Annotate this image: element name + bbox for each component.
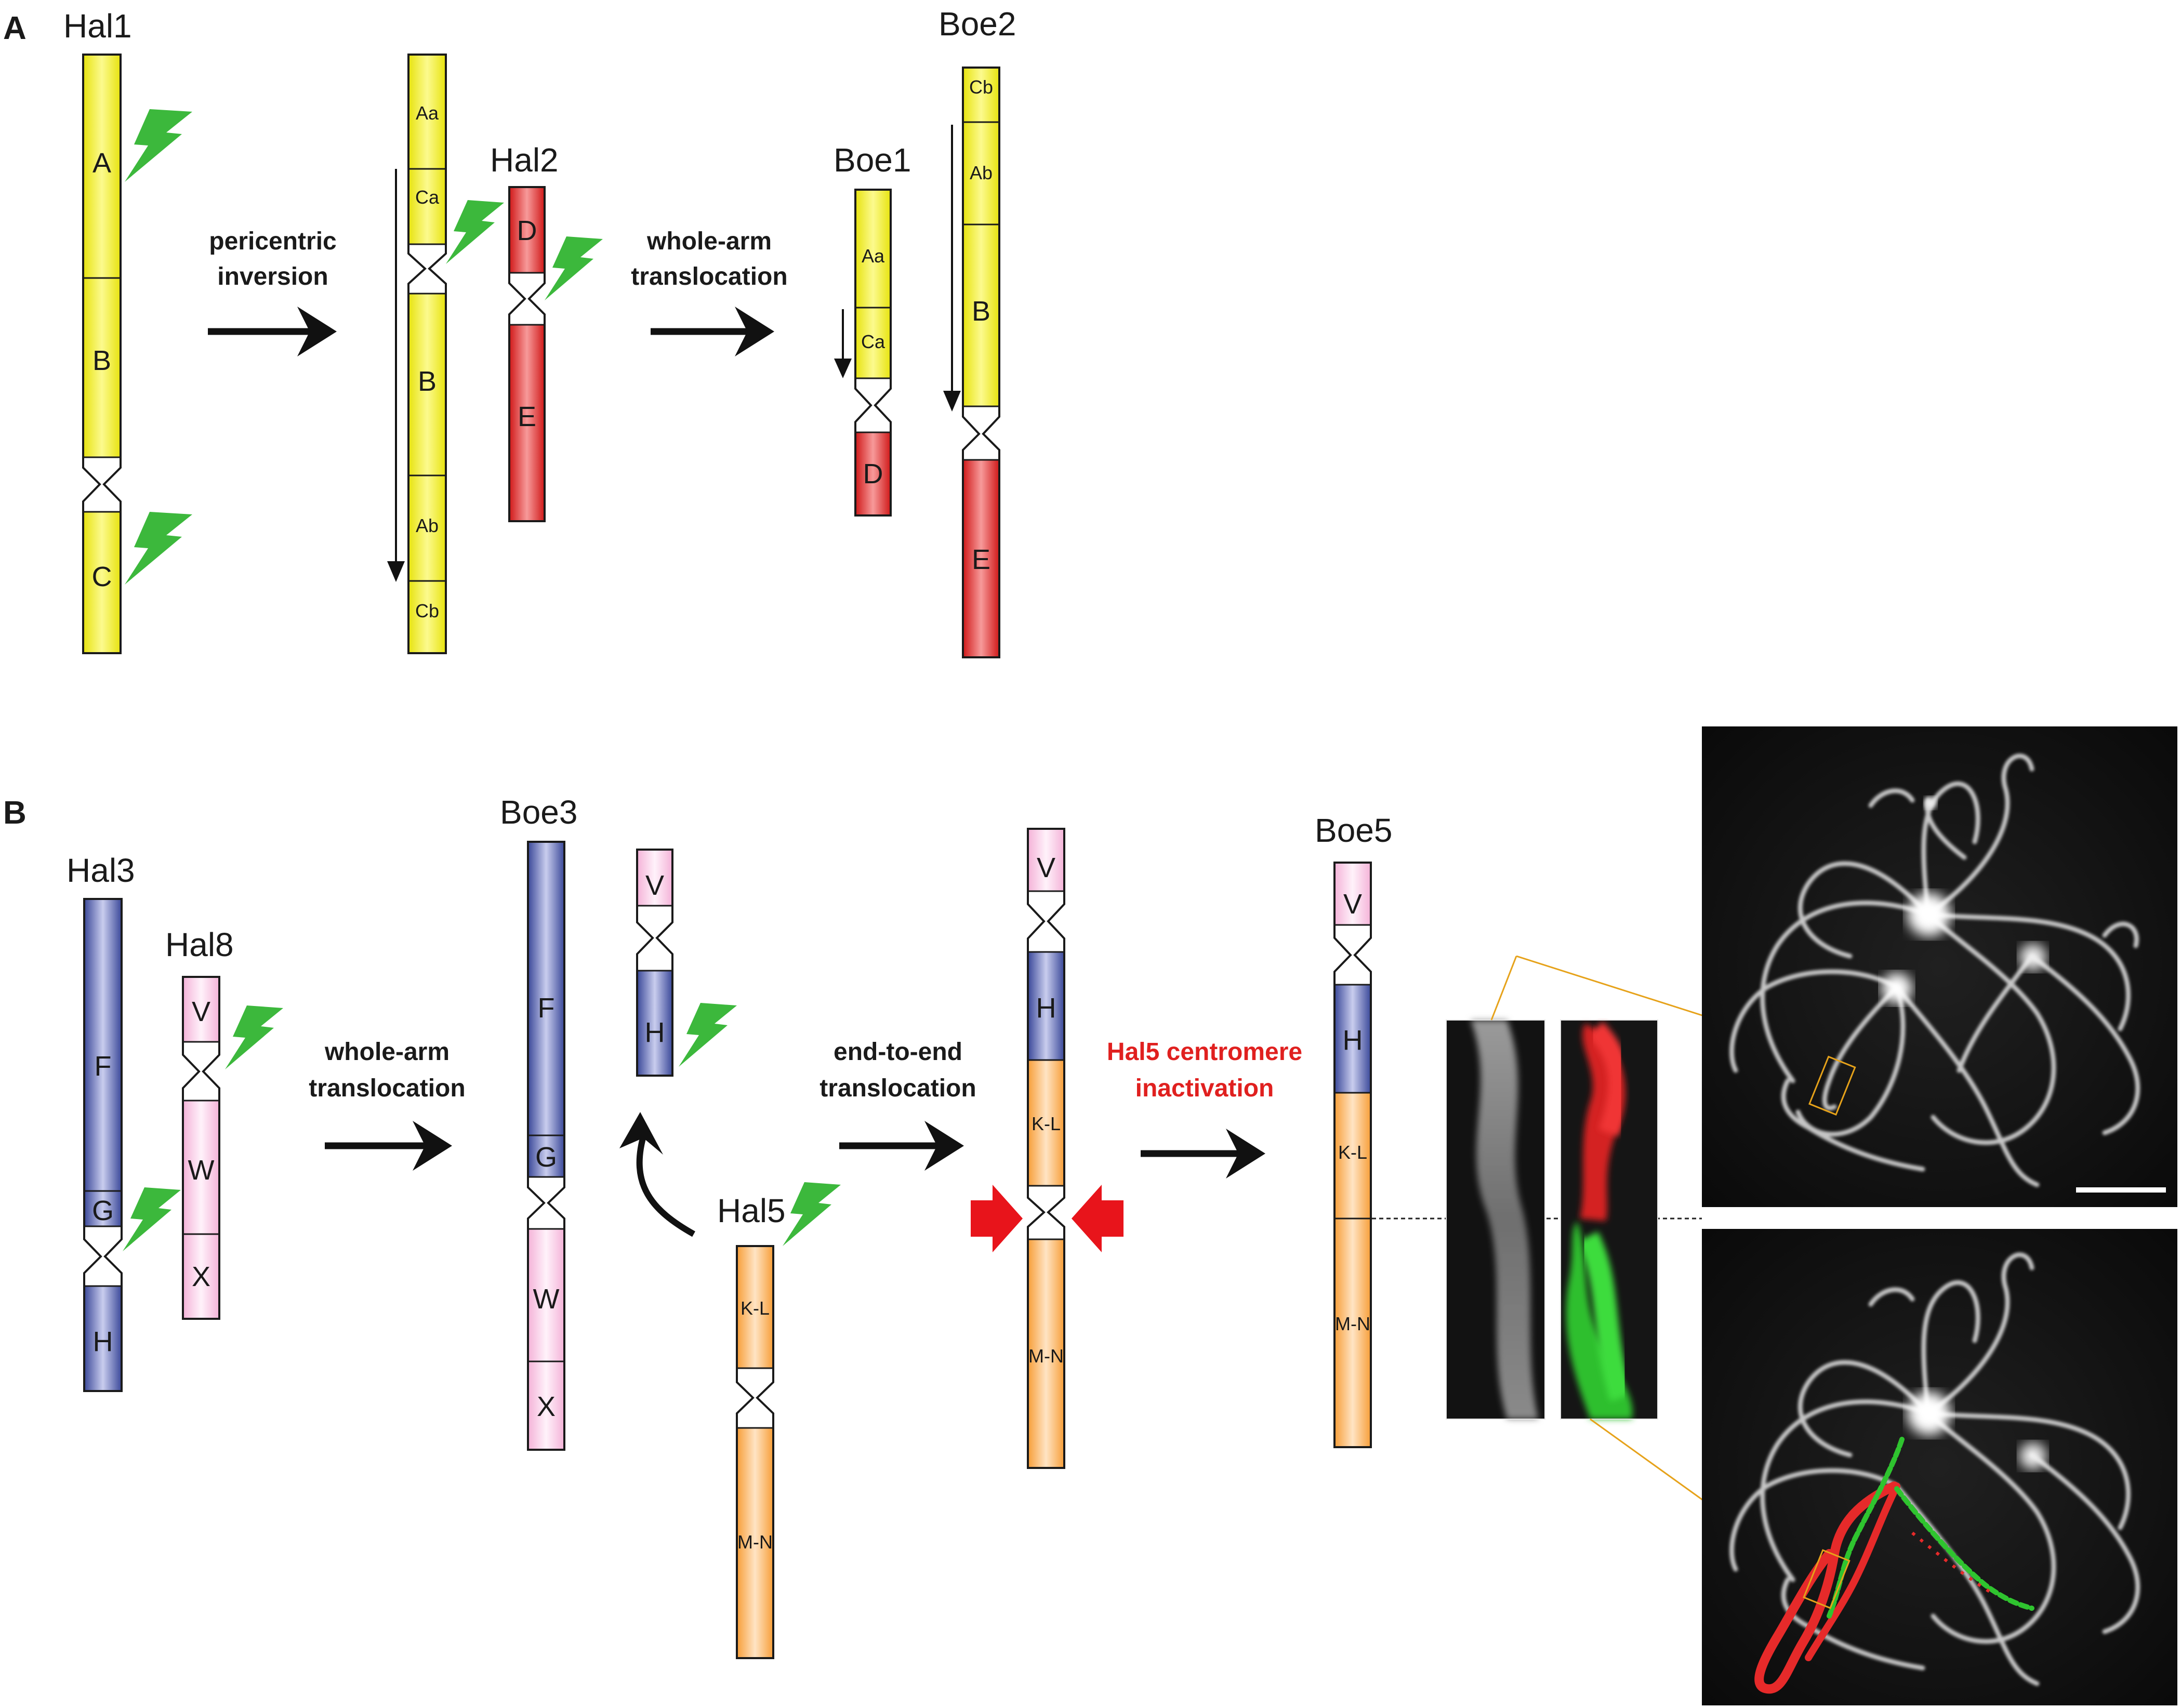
segment-label: Ca (861, 331, 885, 352)
chromosome-hal1-inverted: Aa Ca B Ab Cb (407, 54, 447, 654)
zoom-connector-line (1490, 956, 1517, 1021)
segment-label: W (533, 1283, 560, 1315)
red-block-arrow-icon (971, 1185, 1023, 1252)
curved-arrow-icon (619, 1112, 695, 1237)
boe2-direction-arrow (943, 125, 961, 412)
lightning-bolt-icon (446, 200, 504, 264)
zoom-fish-strip (1560, 1019, 1658, 1420)
chromosome-hal1: A B C (82, 54, 122, 654)
chromosome-boe2: Cb Ab B E (962, 67, 1000, 658)
lightning-bolt-icon (125, 512, 192, 585)
chromosome-hal3: F G H (83, 898, 123, 1392)
segment-label: Ab (970, 162, 993, 183)
step-label-translocation-a: translocation (631, 263, 787, 290)
chromosome-v-h-remnant: V H (636, 849, 673, 1077)
zoom-region-box (1808, 1055, 1856, 1116)
chromosome-name-hal1: Hal1 (63, 7, 132, 45)
lightning-bolt-icon (783, 1182, 841, 1246)
segment-label: B (92, 345, 111, 376)
segment-label: M-N (1028, 1345, 1064, 1367)
segment-label: A (92, 148, 111, 179)
segment-label: E (972, 544, 990, 575)
micrograph-fish-overlay (1702, 1229, 2177, 1705)
chromosome-name-hal2: Hal2 (490, 141, 559, 179)
step-label-whole-arm-b: whole-arm (324, 1038, 450, 1066)
segment-label: G (535, 1142, 557, 1173)
segment-label: B (972, 296, 990, 327)
zoom-region-box (1803, 1549, 1850, 1609)
right-arrow-icon (325, 1121, 452, 1171)
segment-label: G (92, 1195, 114, 1226)
segment-label: Ab (416, 515, 439, 536)
segment-label: D (863, 458, 883, 489)
step-label-inactivation: inactivation (1135, 1075, 1274, 1102)
inversion-direction-arrow (387, 169, 405, 582)
boe1-direction-arrow (834, 309, 852, 378)
segment-label: C (92, 561, 112, 592)
segment-label: Cb (415, 600, 439, 621)
chromosome-hal2: D E (508, 186, 546, 522)
lightning-bolt-icon (125, 109, 192, 182)
segment-label: V (1037, 852, 1055, 883)
lightning-bolt-icon (679, 1003, 737, 1067)
red-block-arrow-icon (1072, 1185, 1123, 1252)
step-label-translocation-b: translocation (309, 1075, 465, 1102)
segment-label: F (95, 1051, 112, 1082)
segment-label: X (537, 1391, 556, 1422)
chromosome-name-hal8: Hal8 (165, 926, 234, 963)
zoom-gray-strip (1446, 1019, 1545, 1420)
chromosome-hal8: V W X (182, 976, 220, 1320)
segment-label: K-L (741, 1297, 770, 1319)
lightning-bolt-icon (225, 1005, 283, 1069)
segment-label: Cb (969, 76, 993, 98)
segment-label: H (645, 1017, 665, 1048)
step-label-translocation-c: translocation (819, 1075, 976, 1102)
chromosome-boe5: V H K-L M-N (1333, 862, 1372, 1448)
step-label-whole-arm-a: whole-arm (646, 228, 772, 255)
segment-label: M-N (737, 1531, 773, 1553)
step-label-inversion: inversion (217, 263, 328, 290)
segment-label: E (518, 401, 536, 432)
step-label-centromere-inactivation: Hal5 centromere (1107, 1038, 1302, 1066)
segment-label: K-L (1032, 1113, 1061, 1134)
segment-label: M-N (1335, 1313, 1370, 1334)
segment-label: V (1343, 889, 1362, 920)
chromosome-name-hal5: Hal5 (717, 1192, 786, 1229)
step-label-pericentric: pericentric (209, 228, 336, 255)
chromosome-boe1: Aa Ca D (854, 189, 892, 517)
segment-label: K-L (1338, 1142, 1367, 1163)
segment-label: H (1036, 992, 1056, 1024)
segment-label: H (1343, 1025, 1363, 1056)
segment-label: V (645, 870, 664, 901)
segment-label: W (188, 1155, 215, 1186)
chromosome-boe3: F G W X (527, 841, 565, 1451)
chromosome-name-boe2: Boe2 (939, 5, 1016, 43)
chromosome-dicentric: V H K-L M-N (1027, 828, 1065, 1469)
chromosome-name-hal3: Hal3 (67, 852, 135, 889)
panel-label-a: A (3, 10, 27, 46)
right-arrow-icon (839, 1121, 964, 1171)
chromosome-name-boe5: Boe5 (1315, 812, 1392, 849)
lightning-bolt-icon (545, 236, 603, 300)
right-arrow-icon (1141, 1129, 1265, 1179)
segment-label: Aa (416, 102, 439, 124)
chromosome-hal5: K-L M-N (736, 1245, 774, 1659)
segment-label: B (418, 366, 437, 397)
right-arrow-icon (208, 307, 337, 356)
panel-label-b: B (3, 795, 27, 831)
segment-label: F (538, 992, 555, 1024)
segment-label: Aa (862, 245, 885, 267)
segment-label: H (93, 1326, 113, 1357)
chromosome-name-boe1: Boe1 (834, 141, 911, 179)
segment-label: X (192, 1261, 210, 1292)
chromosome-name-boe3: Boe3 (500, 793, 577, 831)
lightning-bolt-icon (123, 1187, 181, 1251)
segment-label: V (192, 996, 210, 1027)
segment-label: D (517, 215, 537, 246)
right-arrow-icon (651, 307, 774, 356)
micrograph-synaptonemal-complex (1702, 726, 2177, 1207)
step-label-end-to-end: end-to-end (834, 1038, 962, 1066)
segment-label: Ca (415, 187, 440, 208)
